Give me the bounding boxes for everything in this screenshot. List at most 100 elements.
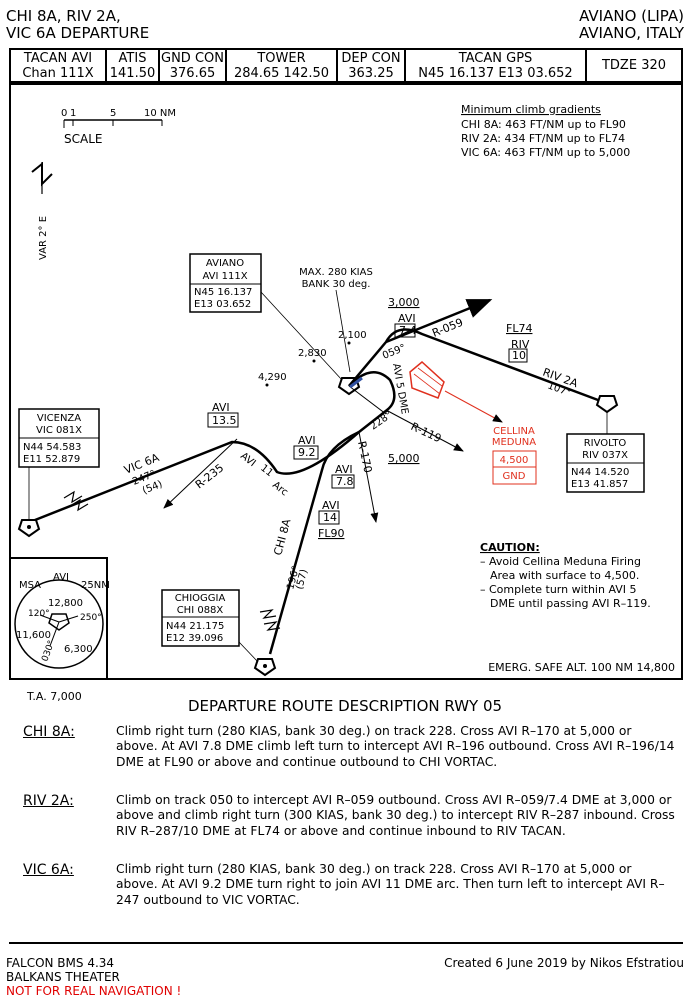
restricted-area-name: MEDUNA: [492, 437, 536, 448]
navaid-box-vicenza: VICENZA VIC 081X N44 54.583 E11 52.879: [18, 408, 100, 520]
radial-label: R-170: [355, 440, 374, 474]
airport-name-line1: AVIANO (LIPA): [579, 7, 684, 25]
airport-name-line2: AVIANO, ITALY: [578, 24, 684, 42]
spot-elevation: 4,290: [258, 372, 287, 383]
route-id-chi8a: CHI 8A:: [23, 724, 75, 740]
navaid-lon: E11 52.879: [23, 454, 80, 465]
fix-label: AVI: [322, 499, 340, 512]
navaid-box-rivolto: RIVOLTO RIV 037X N44 14.520 E13 41.857: [566, 412, 645, 493]
navaid-ident: VIC 081X: [36, 425, 82, 436]
navaid-name: AVIANO: [206, 258, 244, 269]
navaid-ident: RIV 037X: [582, 450, 628, 461]
plan-view: 0 1 5 10 NM SCALE VAR 2° E Minimum climb…: [9, 83, 683, 680]
description-title: DEPARTURE ROUTE DESCRIPTION RWY 05: [187, 697, 503, 715]
navaid-lat: N45 16.137: [194, 287, 252, 298]
route-break-icon: [63, 490, 281, 631]
restricted-area-cellina-meduna: CELLINA MEDUNA 4,500 GND: [409, 361, 537, 485]
plan-view-svg: 0 1 5 10 NM SCALE VAR 2° E Minimum climb…: [11, 103, 675, 678]
footer-left: FALCON BMS 4.34 BALKANS THEATER NOT FOR …: [6, 956, 181, 998]
freq-label: TACAN AVI: [23, 50, 93, 66]
route-text-chi8a: Climb right turn (280 KIAS, bank 30 deg.…: [116, 724, 675, 769]
freq-label: GND CON: [161, 50, 224, 66]
radial-label: R-119: [409, 420, 444, 445]
freq-value: 284.65 142.50: [233, 65, 330, 81]
footer-warning: NOT FOR REAL NAVIGATION !: [6, 984, 182, 998]
distance-label: (57): [294, 568, 310, 591]
procedure-title-line1: CHI 8A, RIV 2A,: [6, 7, 121, 25]
caution-line: – Complete turn within AVI 5: [480, 583, 637, 596]
msa-diagram: MSA AVI 25NM 12,800 11,600 6,300 120° 25…: [11, 557, 110, 678]
navaid-name: VICENZA: [37, 413, 81, 424]
variation-label: VAR 2° E: [38, 216, 49, 260]
tdze: TDZE 320: [587, 50, 681, 81]
fix-label: RIV: [511, 338, 530, 351]
frequency-table: TACAN AVI Chan 111X ATIS 141.50 GND CON …: [9, 48, 683, 83]
freq-value: 363.25: [348, 65, 394, 81]
freq-label: DEP CON: [341, 50, 401, 66]
emergency-safe-altitude: EMERG. SAFE ALT. 100 NM 14,800: [488, 661, 675, 674]
footer-theater: BALKANS THEATER: [6, 970, 120, 984]
scale-tick: 1: [70, 108, 76, 119]
airport-name: AVIANO (LIPA) AVIANO, ITALY: [579, 8, 684, 42]
scale-label: SCALE: [64, 132, 102, 146]
restricted-area-bottom: GND: [503, 471, 526, 482]
speed-note: MAX. 280 KIAS: [299, 267, 373, 278]
fix-label: AVI: [398, 312, 416, 325]
route-id-riv2a: RIV 2A:: [23, 793, 74, 809]
restricted-area-name: CELLINA: [493, 426, 535, 437]
route-name: CHI 8A: [271, 517, 293, 557]
restricted-area-top: 4,500: [500, 455, 529, 466]
route-lines: [29, 298, 599, 655]
climb-gradient-line: RIV 2A: 434 FT/NM up to FL74: [461, 132, 625, 145]
freq-tower: TOWER 284.65 142.50: [227, 50, 338, 81]
spot-elevation: 2,830: [298, 348, 327, 359]
vortac-vicenza-icon: [17, 519, 41, 538]
transition-altitude: T.A. 7,000: [27, 690, 82, 703]
msa-title: 25NM: [81, 580, 110, 591]
north-arrow-icon: VAR 2° E: [31, 161, 53, 260]
freq-gnd-con: GND CON 376.65: [160, 50, 227, 81]
navaid-ident: CHI 088X: [177, 605, 224, 616]
footer-sim: FALCON BMS 4.34: [6, 956, 115, 970]
caution-line: – Avoid Cellina Meduna Firing: [480, 555, 641, 568]
fix-label: AVI: [212, 401, 230, 414]
procedure-title: CHI 8A, RIV 2A, VIC 6A DEPARTURE: [6, 8, 149, 42]
msa-bearing: 120°: [28, 609, 50, 619]
msa-sector: 11,600: [16, 630, 51, 641]
dme-arc-label: Arc: [270, 480, 290, 499]
procedure-title-line2: VIC 6A DEPARTURE: [6, 24, 150, 42]
navaid-lat: N44 14.520: [571, 467, 629, 478]
alt-constraint: FL90: [318, 527, 344, 540]
radial-label: R-059: [430, 316, 465, 340]
navaid-name: RIVOLTO: [584, 438, 627, 449]
navaid-lon: E13 03.652: [194, 299, 251, 310]
freq-label: TACAN GPS: [458, 50, 533, 66]
fix-dme: 7.4: [399, 324, 417, 337]
caution-line: Area with surface to 4,500.: [490, 569, 639, 582]
climb-gradient-line: CHI 8A: 463 FT/NM up to FL90: [461, 118, 626, 131]
msa-bearing: 030°: [40, 639, 57, 663]
msa-title: AVI: [53, 572, 69, 583]
fix-dme: 14: [323, 511, 337, 524]
freq-value: 376.65: [169, 65, 216, 81]
navaid-ident: AVI 111X: [202, 271, 247, 282]
msa-title: MSA: [19, 580, 41, 591]
fix-dme: 7.8: [336, 475, 354, 488]
navaid-name: CHIOGGIA: [175, 593, 226, 604]
navaid-lon: E13 41.857: [571, 479, 628, 490]
fix-dme: 10: [512, 349, 526, 362]
footer-credit: Created 6 June 2019 by Nikos Efstratiou: [444, 956, 684, 970]
radial-label: R-235: [193, 461, 226, 491]
navaid-lon: E12 39.096: [166, 633, 223, 644]
speed-note: BANK 30 deg.: [302, 279, 371, 290]
climb-gradients-title: Minimum climb gradients: [461, 103, 601, 116]
fix-dme: 13.5: [212, 414, 237, 427]
freq-value: N45 16.137 E13 03.652: [418, 65, 573, 81]
fix-label: AVI: [298, 434, 316, 447]
scale-bar: 0 1 5 10 NM SCALE: [61, 108, 176, 146]
freq-label: ATIS: [118, 50, 147, 66]
freq-value: 141.50: [109, 65, 156, 81]
caution-title: CAUTION:: [480, 541, 540, 554]
freq-dep-con: DEP CON 363.25: [338, 50, 406, 81]
freq-value: Chan 111X: [22, 65, 94, 81]
